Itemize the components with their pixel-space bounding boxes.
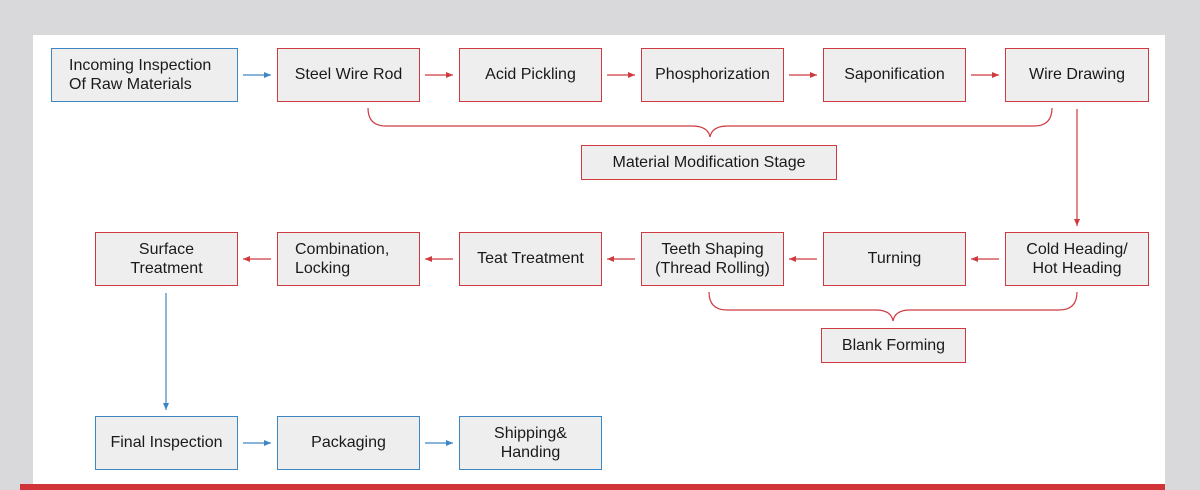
teat-treatment-box: Teat Treatment bbox=[459, 232, 602, 286]
acid-pickling-box: Acid Pickling bbox=[459, 48, 602, 102]
blank-forming-stage-label: Blank Forming bbox=[821, 328, 966, 363]
brace-blank-forming bbox=[708, 291, 1078, 322]
incoming-inspection-box: Incoming Inspection Of Raw Materials bbox=[51, 48, 238, 102]
turning-box: Turning bbox=[823, 232, 966, 286]
final-inspection-box: Final Inspection bbox=[95, 416, 238, 470]
material-modification-stage-label: Material Modification Stage bbox=[581, 145, 837, 180]
surface-treatment-box: Surface Treatment bbox=[95, 232, 238, 286]
wire-drawing-box: Wire Drawing bbox=[1005, 48, 1149, 102]
bottom-accent-bar bbox=[20, 484, 1165, 490]
steel-wire-rod-box: Steel Wire Rod bbox=[277, 48, 420, 102]
brace-material-modification bbox=[367, 107, 1053, 138]
cold-heading-box: Cold Heading/ Hot Heading bbox=[1005, 232, 1149, 286]
teeth-shaping-box: Teeth Shaping (Thread Rolling) bbox=[641, 232, 784, 286]
combination-locking-box: Combination, Locking bbox=[277, 232, 420, 286]
shipping-handing-box: Shipping& Handing bbox=[459, 416, 602, 470]
packaging-box: Packaging bbox=[277, 416, 420, 470]
saponification-box: Saponification bbox=[823, 48, 966, 102]
phosphorization-box: Phosphorization bbox=[641, 48, 784, 102]
